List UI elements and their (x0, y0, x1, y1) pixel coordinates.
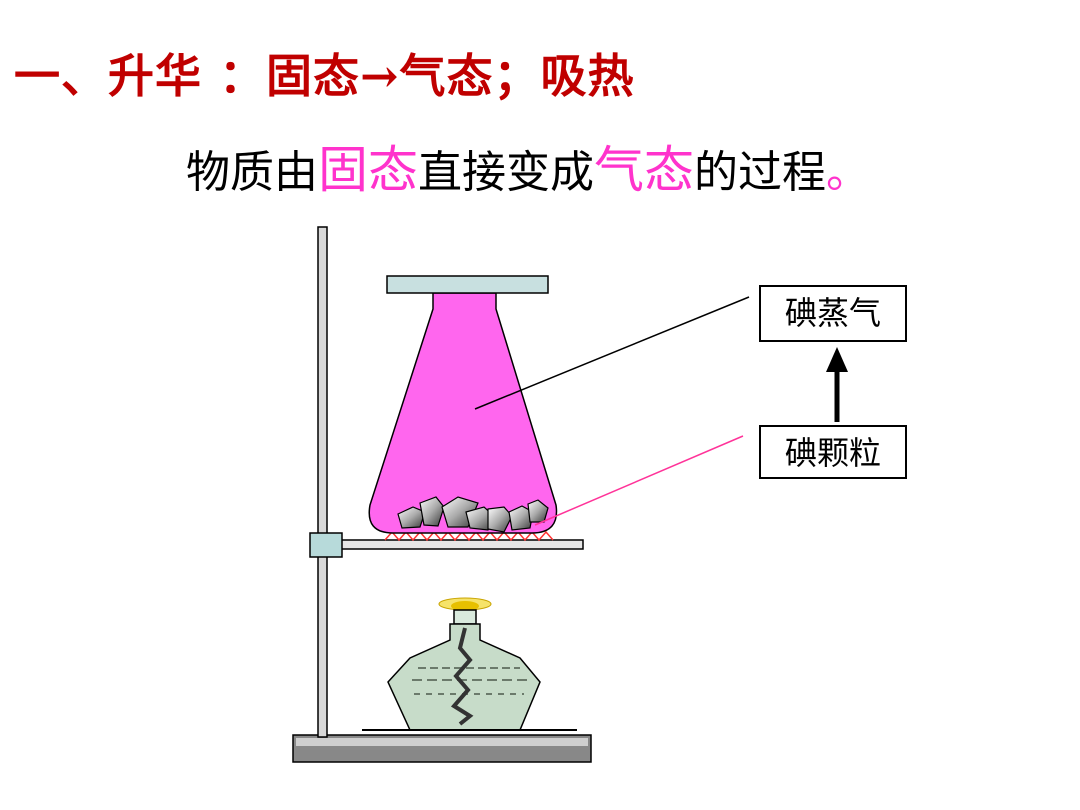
definition-part2: 直接变成 (418, 147, 594, 198)
vapor-pointer-line (474, 296, 750, 410)
definition-gas: 气态 (594, 141, 694, 199)
slide-title: 一、升华 ：固态→气态；吸热 (14, 49, 635, 103)
iodine-grains (397, 496, 549, 533)
alcohol-lamp (362, 597, 577, 731)
label-iodine-grains: 碘颗粒 (759, 425, 907, 479)
support-plate (337, 539, 584, 550)
definition-part3: 的过程 (694, 147, 826, 198)
definition-part1: 物质由 (186, 147, 318, 198)
lid-plate (386, 275, 549, 294)
definition-solid: 固态 (318, 141, 418, 199)
definition-text: 物质由固态直接变成气态的过程。 (186, 130, 870, 202)
stand-clamp (309, 532, 343, 558)
heat-marks (384, 530, 554, 542)
label-iodine-vapor: 碘蒸气 (759, 285, 907, 342)
conical-flask (368, 292, 558, 534)
stand-pole (317, 226, 328, 738)
upward-arrow-head (826, 347, 848, 372)
definition-end: 。 (826, 147, 870, 198)
grains-pointer-line (534, 435, 744, 526)
